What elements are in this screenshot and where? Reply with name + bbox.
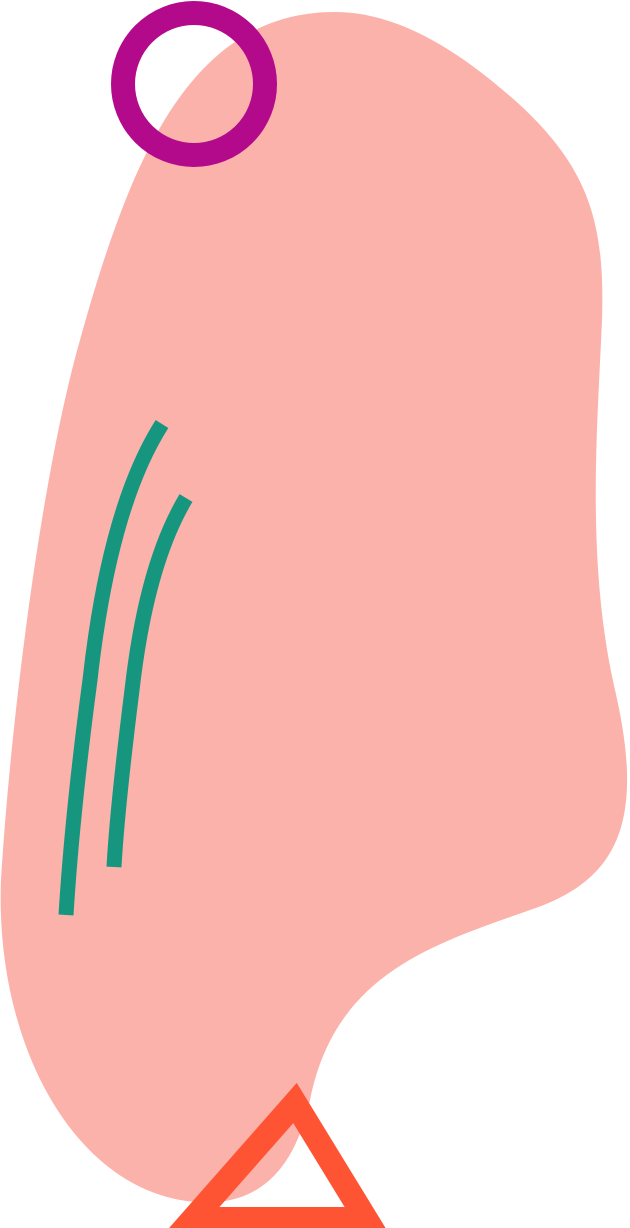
pink-blob (0, 12, 628, 1203)
teal-stroke-long (58, 419, 169, 916)
orange-triangle (169, 1082, 386, 1228)
teal-stroke-short (106, 494, 193, 868)
magenta-ring (111, 1, 277, 167)
